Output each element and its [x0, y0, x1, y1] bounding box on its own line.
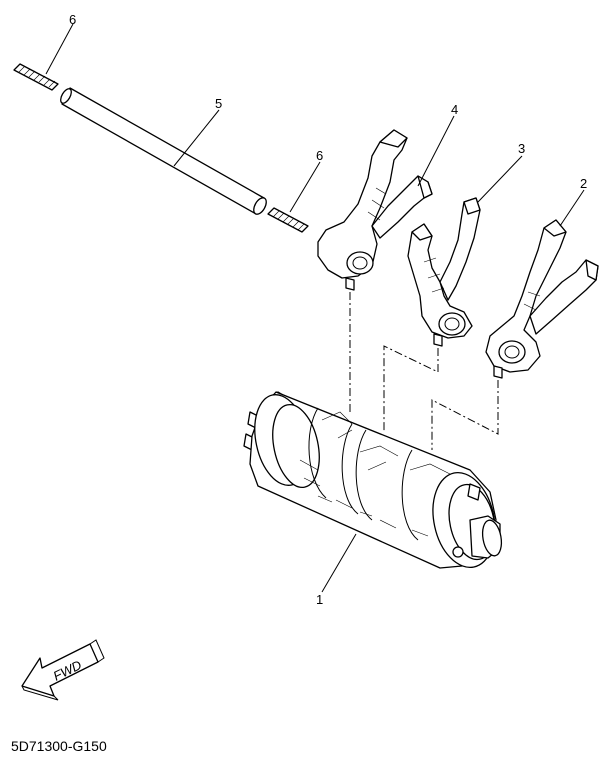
- shift-drum: [243, 391, 503, 569]
- fwd-arrow-icon: FWD: [21, 639, 105, 701]
- callout-2: 2: [580, 176, 587, 191]
- shift-fork-shaft: [60, 87, 267, 215]
- callout-3: 3: [518, 141, 525, 156]
- shift-fork-left: [317, 129, 433, 291]
- alignment-lines: [349, 292, 499, 450]
- callout-6-left: 6: [69, 12, 76, 27]
- callout-5: 5: [215, 96, 222, 111]
- spring-left: [13, 63, 59, 91]
- leader-lines: [45, 23, 585, 593]
- callout-1: 1: [316, 592, 323, 607]
- spring-right: [267, 207, 309, 233]
- callout-6-right: 6: [316, 148, 323, 163]
- shift-fork-right: [485, 219, 599, 379]
- shift-fork-middle: [407, 197, 481, 347]
- callout-4: 4: [451, 102, 458, 117]
- drawing-code: 5D71300-G150: [11, 738, 107, 754]
